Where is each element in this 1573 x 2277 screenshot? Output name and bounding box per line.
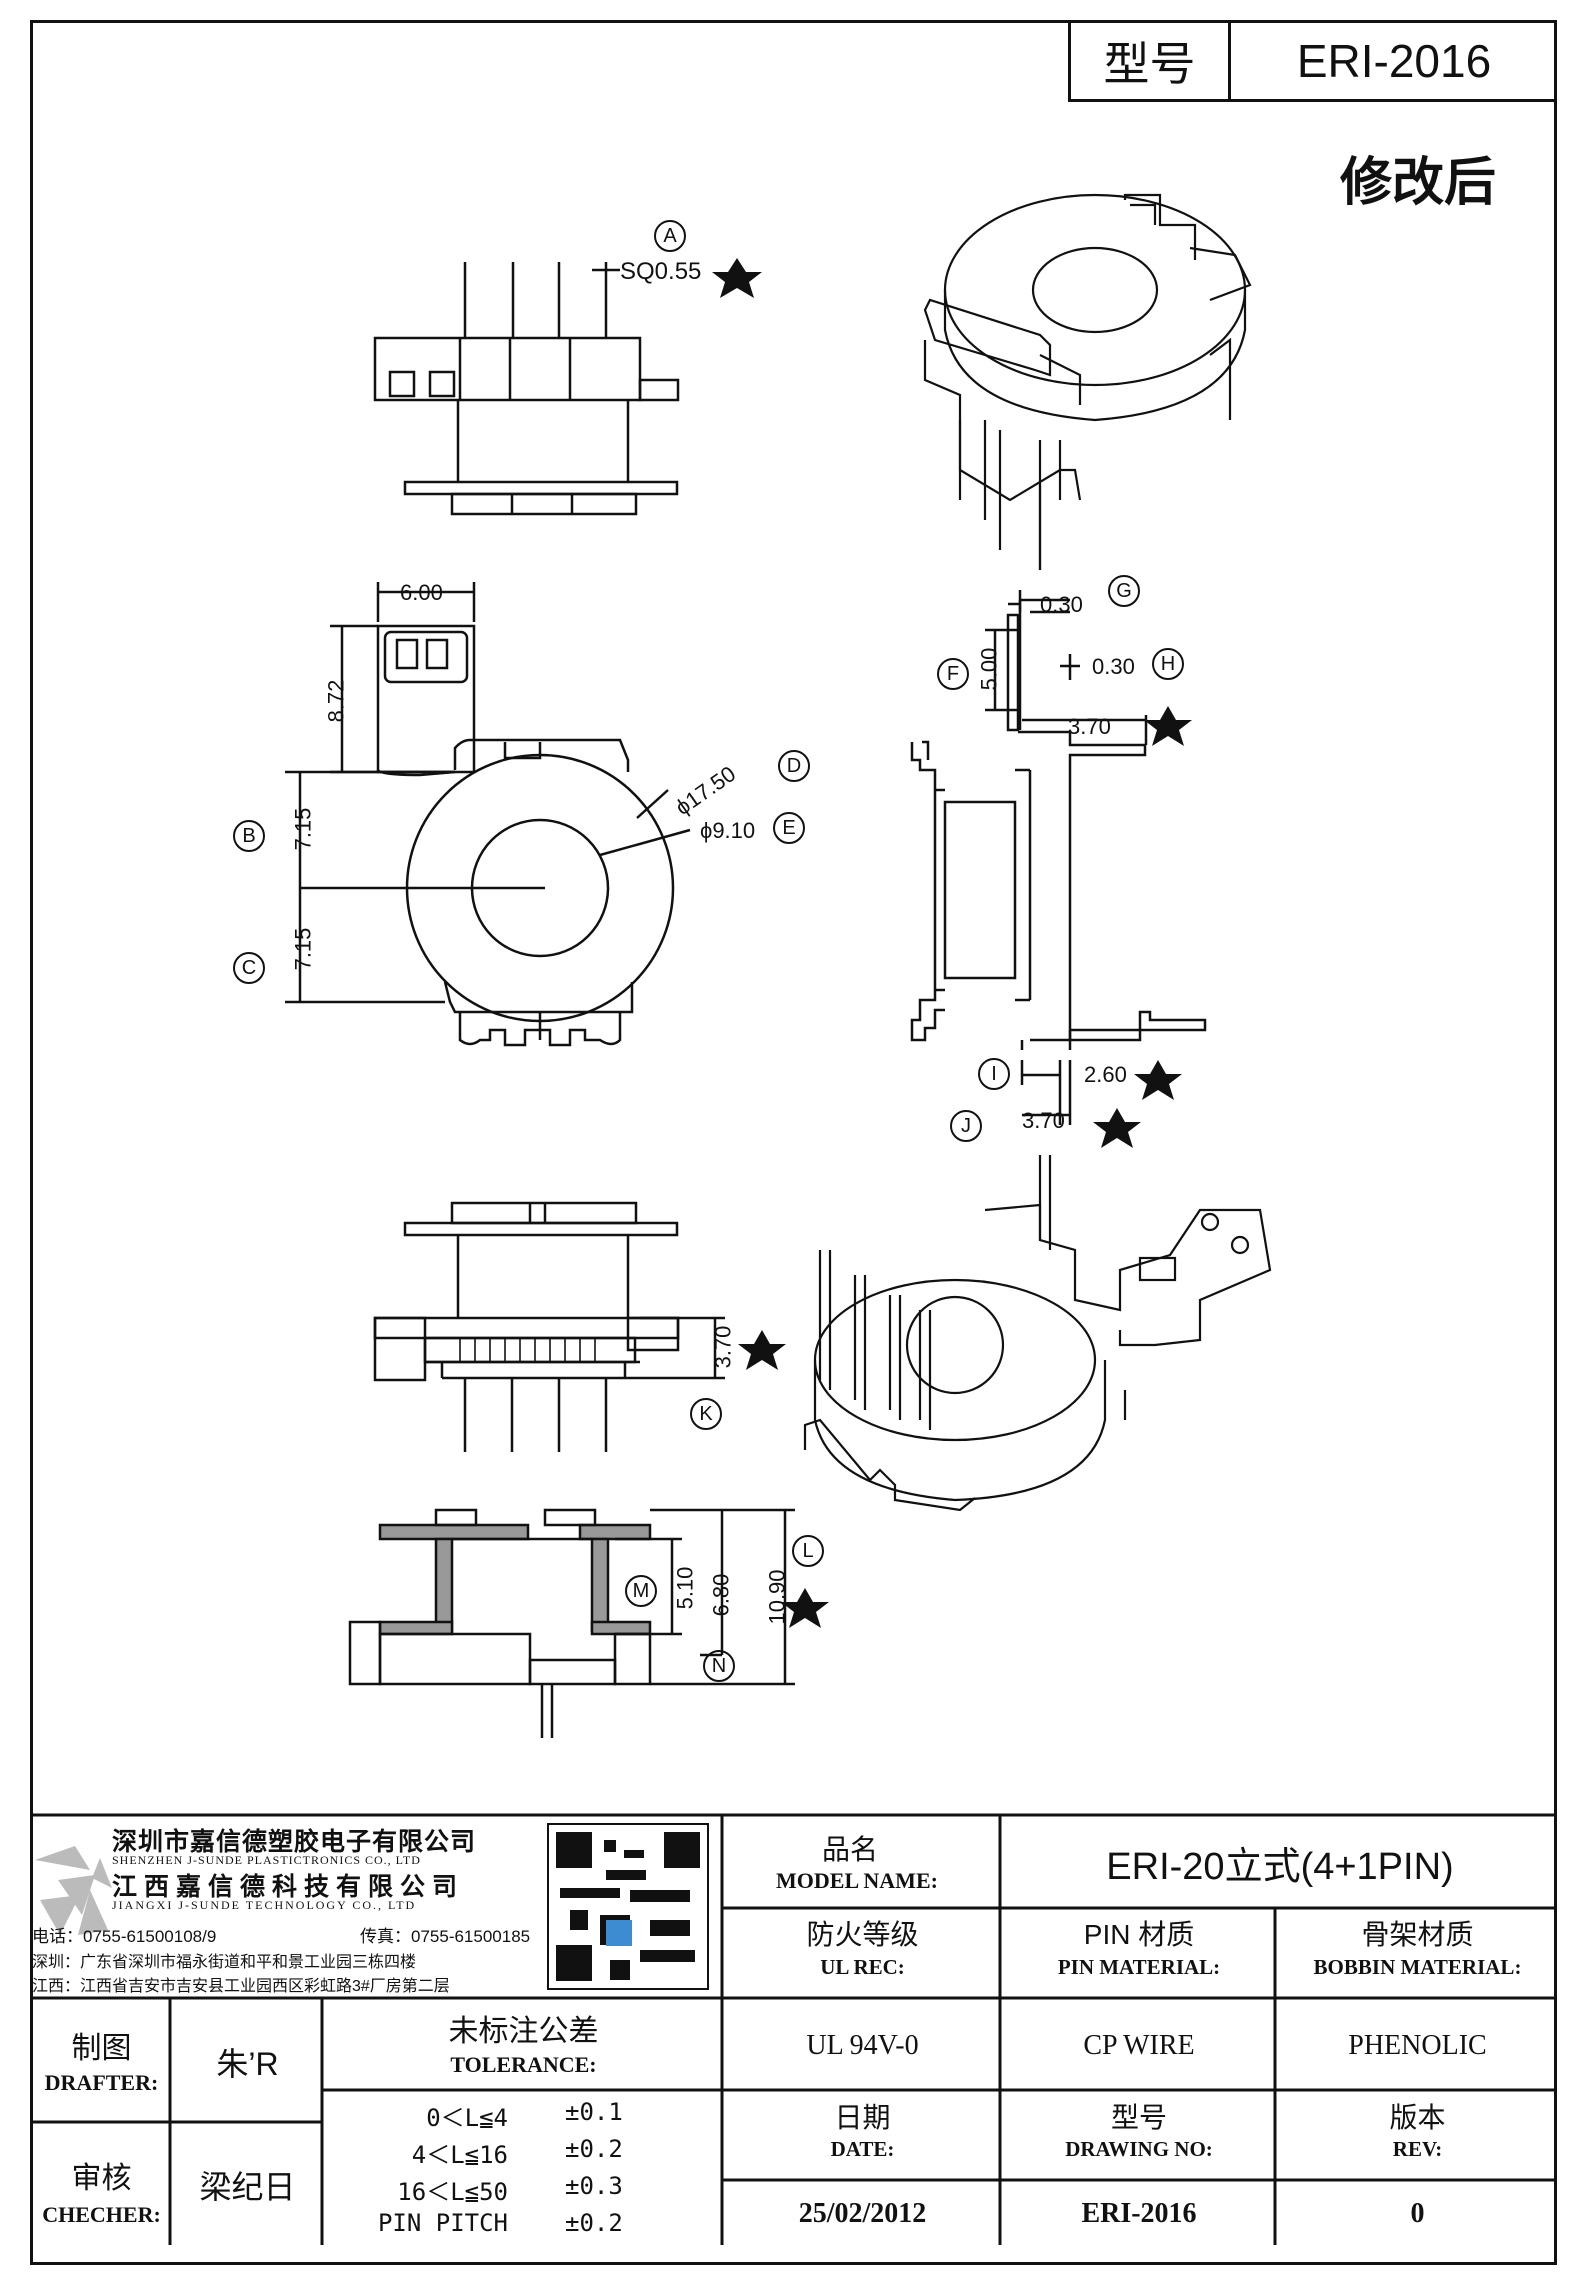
tolerance-cn: 未标注公差 bbox=[448, 2015, 599, 2048]
bobbin-material-en: BOBBIN MATERIAL: bbox=[1313, 1954, 1522, 1979]
dim-C-value: 7.15 bbox=[290, 927, 316, 971]
bottom-view bbox=[373, 1201, 725, 1452]
company-name-cn-2: 江西嘉信德科技有限公司 bbox=[112, 1873, 465, 1901]
bobbin-material-cn: 骨架材质 bbox=[1361, 1919, 1474, 1950]
drawing-no-value: ERI-2016 bbox=[1081, 2198, 1197, 2229]
dim-width-6: 6.00 bbox=[400, 580, 443, 605]
checker-value: 梁纪日 bbox=[199, 2169, 296, 2205]
dim-I-letter: I bbox=[978, 1058, 1010, 1090]
dim-F-value: 5.00 bbox=[976, 647, 1002, 691]
pin-material-cn: PIN 材质 bbox=[1083, 1919, 1195, 1950]
tolerance-range-4: PIN PITCH bbox=[377, 2209, 508, 2237]
company-address-jiangxi: 江西：江西省吉安市吉安县工业园西区彩虹路3#厂房第二层 bbox=[32, 1978, 450, 1995]
company-phone: 电话：0755-61500108/9 bbox=[32, 1927, 217, 1946]
title-block-grid bbox=[30, 1813, 1557, 2245]
ul-rec-value: UL 94V-0 bbox=[806, 2029, 919, 2061]
dim-G-value: 0.30 bbox=[1040, 592, 1083, 617]
model-name-en: MODEL NAME: bbox=[776, 1868, 938, 1893]
pin-material-en: PIN MATERIAL: bbox=[1057, 1954, 1221, 1979]
revision-note: 修改后 bbox=[1340, 154, 1497, 212]
rev-en: REV: bbox=[1392, 2136, 1443, 2161]
company-address-shenzhen: 深圳：广东省深圳市福永街道和平和景工业园三栋四楼 bbox=[32, 1954, 417, 1971]
checker-cn: 审核 bbox=[71, 2162, 132, 2195]
drafter-cn: 制图 bbox=[71, 2032, 132, 2065]
model-value: ERI-2016 bbox=[1296, 35, 1492, 87]
dim-E-letter: E bbox=[773, 812, 805, 844]
isometric-view-2 bbox=[803, 1155, 1272, 1512]
company-name-cn-1: 深圳市嘉信德塑胶电子有限公司 bbox=[112, 1828, 477, 1856]
model-name-cn: 品名 bbox=[822, 1834, 879, 1865]
date-value: 25/02/2012 bbox=[798, 2198, 927, 2229]
company-name-en-1: SHENZHEN J-SUNDE PLASTICTRONICS CO., LTD bbox=[112, 1853, 421, 1867]
company-name-en-2: JIANGXI J-SUNDE TECHNOLOGY CO., LTD bbox=[112, 1898, 417, 1912]
drafter-en: DRAFTER: bbox=[44, 2070, 159, 2095]
dim-F-letter: F bbox=[937, 658, 969, 690]
dim-D-letter: D bbox=[778, 750, 810, 782]
dim-N-value: 6.80 bbox=[708, 1573, 734, 1617]
dim-B-value: 7.15 bbox=[290, 807, 316, 851]
dim-J-letter: J bbox=[950, 1110, 982, 1142]
tolerance-value-3: ±0.3 bbox=[565, 2172, 623, 2200]
tolerance-range-2: 4＜L≦16 bbox=[411, 2141, 508, 2169]
model-name-value: ERI-20立式(4+1PIN) bbox=[1106, 1845, 1454, 1888]
tolerance-en: TOLERANCE: bbox=[450, 2052, 597, 2077]
dim-H-value: 0.30 bbox=[1092, 654, 1135, 679]
bobbin-material-value: PHENOLIC bbox=[1348, 2029, 1487, 2061]
dim-N-letter: N bbox=[703, 1650, 735, 1682]
dim-L-letter: L bbox=[792, 1535, 824, 1567]
drawing-sheet bbox=[30, 20, 1557, 2265]
company-fax: 传真：0755-61500185 bbox=[360, 1927, 531, 1946]
ul-rec-en: UL REC: bbox=[820, 1954, 905, 1979]
dim-M-value: 5.10 bbox=[672, 1566, 698, 1610]
dim-H-letter: H bbox=[1152, 648, 1184, 680]
dim-J-value: 3.70 bbox=[1022, 1108, 1065, 1133]
drawing-no-cn: 型号 bbox=[1110, 2102, 1167, 2133]
qr-code bbox=[548, 1824, 708, 1989]
dim-height-8-72: 8.72 bbox=[323, 679, 349, 723]
ul-rec-cn: 防火等级 bbox=[806, 1919, 919, 1950]
tolerance-value-4: ±0.2 bbox=[565, 2209, 623, 2237]
dim-A-value: SQ0.55 bbox=[620, 258, 702, 285]
tolerance-range-3: 16＜L≦50 bbox=[397, 2178, 508, 2206]
front-view bbox=[373, 262, 680, 516]
dim-I-value: 2.60 bbox=[1084, 1062, 1127, 1087]
dim-K-value: 3.70 bbox=[710, 1325, 736, 1369]
tolerance-value-1: ±0.1 bbox=[565, 2098, 623, 2126]
side-view bbox=[910, 590, 1207, 1125]
model-label: 型号 bbox=[1103, 38, 1196, 90]
dim-width-3-70-top: 3.70 bbox=[1068, 714, 1111, 739]
pin-material-value: CP WIRE bbox=[1083, 2029, 1195, 2061]
drawing-no-en: DRAWING NO: bbox=[1065, 2136, 1213, 2161]
dim-K-letter: K bbox=[690, 1398, 722, 1430]
dim-B-letter: B bbox=[233, 820, 265, 852]
tolerance-range-1: 0＜L≦4 bbox=[426, 2104, 508, 2132]
dim-G-letter: G bbox=[1108, 575, 1140, 607]
model-header-box bbox=[1068, 20, 1557, 102]
rev-cn: 版本 bbox=[1389, 2102, 1446, 2133]
model-header-divider bbox=[1228, 20, 1231, 100]
dim-C-letter: C bbox=[233, 952, 265, 984]
date-cn: 日期 bbox=[834, 2102, 891, 2133]
dim-M-letter: M bbox=[625, 1575, 657, 1607]
isometric-view-1 bbox=[923, 193, 1252, 570]
company-logo bbox=[35, 1846, 112, 1935]
checker-en: CHECHER: bbox=[42, 2202, 161, 2227]
date-en: DATE: bbox=[830, 2136, 895, 2161]
drafter-value: 朱’R bbox=[216, 2045, 279, 2082]
section-view bbox=[348, 1508, 795, 1738]
dim-E-value: ϕ9.10 bbox=[700, 818, 756, 843]
rev-value: 0 bbox=[1410, 2198, 1425, 2229]
dim-A-letter: A bbox=[654, 220, 686, 252]
top-view bbox=[285, 582, 691, 1047]
dim-L-value: 10.90 bbox=[764, 1569, 790, 1625]
tolerance-value-2: ±0.2 bbox=[565, 2135, 623, 2163]
